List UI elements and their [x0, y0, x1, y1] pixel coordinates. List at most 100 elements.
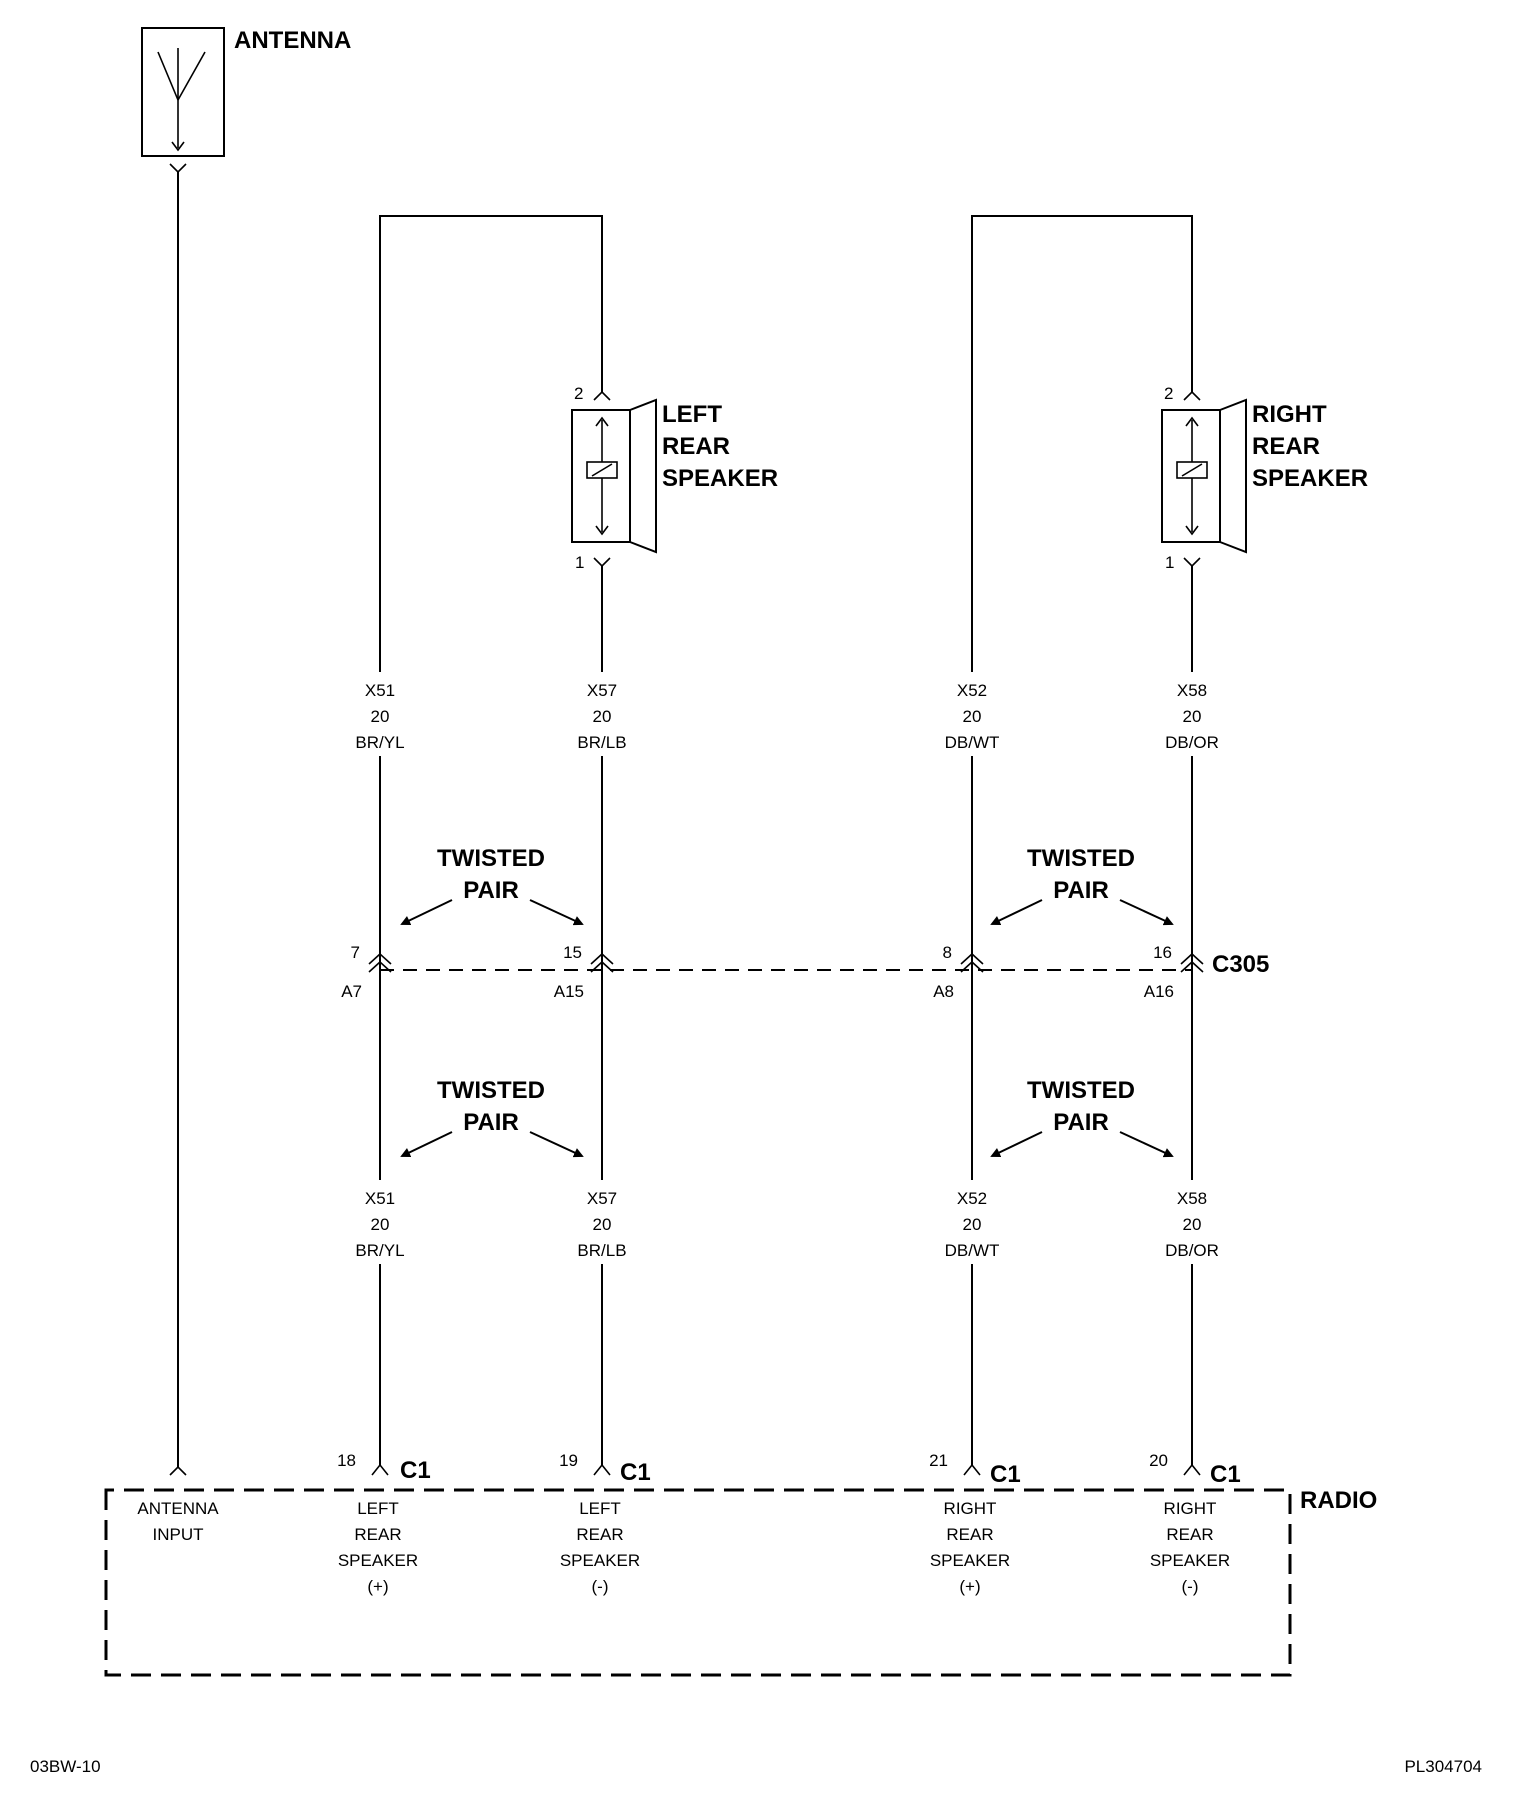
- svg-text:(-): (-): [1182, 1577, 1199, 1596]
- wire-circuit: X57: [587, 1189, 617, 1208]
- twisted-pair-arrow: [529, 899, 584, 926]
- svg-text:LEFT: LEFT: [357, 1499, 399, 1518]
- svg-text:(-): (-): [592, 1577, 609, 1596]
- connector-c305: 7 15 8 16 A7 A15 A8 A16 C305: [341, 943, 1269, 1001]
- svg-text:SPEAKER: SPEAKER: [338, 1551, 418, 1570]
- c1-label: C1: [400, 1457, 431, 1484]
- wire-gauge: 20: [371, 707, 390, 726]
- svg-text:INPUT: INPUT: [153, 1525, 204, 1544]
- wire-gauge: 20: [593, 1215, 612, 1234]
- speaker-icon: [586, 416, 618, 536]
- wire-gauge: 20: [371, 1215, 390, 1234]
- right-speaker-pin-2: 2: [1164, 384, 1173, 403]
- c1-label: C1: [1210, 1461, 1241, 1488]
- right-speaker-label-2: REAR: [1252, 433, 1320, 460]
- svg-text:REAR: REAR: [576, 1525, 623, 1544]
- svg-text:(+): (+): [367, 1577, 388, 1596]
- c1-pin: 19: [559, 1451, 578, 1470]
- wire-circuit: X52: [957, 1189, 987, 1208]
- twisted-pair-label-2: PAIR: [1053, 877, 1109, 904]
- c305-pin-symbols: [368, 952, 1204, 973]
- wire-circuit: X52: [957, 681, 987, 700]
- twisted-pair-label-1: TWISTED: [1027, 1077, 1135, 1104]
- svg-text:SPEAKER: SPEAKER: [560, 1551, 640, 1570]
- right-speaker-label-1: RIGHT: [1252, 401, 1327, 428]
- wire-circuit: X51: [365, 1189, 395, 1208]
- twisted-pair-upper-right: TWISTED PAIR: [990, 845, 1174, 926]
- svg-text:REAR: REAR: [354, 1525, 401, 1544]
- twisted-pair-upper-left: TWISTED PAIR: [400, 845, 584, 926]
- c1-label: C1: [620, 1459, 651, 1486]
- radio-terminal-left-rear-minus: LEFT REAR SPEAKER (-): [560, 1499, 640, 1596]
- antenna-wire: [169, 163, 187, 1476]
- speaker-icon: [1176, 416, 1208, 536]
- c305-cavity: A16: [1144, 982, 1174, 1001]
- antenna-icon: [157, 48, 206, 152]
- right-speaker-label-3: SPEAKER: [1252, 465, 1368, 492]
- wire-color: BR/YL: [355, 733, 404, 752]
- twisted-pair-label-2: PAIR: [1053, 1109, 1109, 1136]
- wire-color: DB/OR: [1165, 733, 1219, 752]
- svg-text:ANTENNA: ANTENNA: [137, 1499, 219, 1518]
- antenna-label: ANTENNA: [234, 27, 351, 54]
- svg-text:SPEAKER: SPEAKER: [930, 1551, 1010, 1570]
- twisted-pair-arrow: [529, 1131, 584, 1158]
- twisted-pair-arrow: [400, 899, 453, 926]
- radio-terminal-left-rear-plus: LEFT REAR SPEAKER (+): [338, 1499, 418, 1596]
- right-speaker-pin-1: 1: [1165, 553, 1174, 572]
- svg-text:LEFT: LEFT: [579, 1499, 621, 1518]
- left-rear-speaker: 2 1 LEFT REAR SPEAKER: [571, 384, 778, 572]
- twisted-pair-arrow: [990, 1131, 1043, 1158]
- wire-color: BR/YL: [355, 1241, 404, 1260]
- wire-circuit: X58: [1177, 681, 1207, 700]
- wire-color: DB/WT: [945, 1241, 1000, 1260]
- svg-text:RIGHT: RIGHT: [1164, 1499, 1217, 1518]
- wire-color: BR/LB: [577, 733, 626, 752]
- right-speaker-loop: [971, 215, 1193, 1465]
- twisted-pair-label-2: PAIR: [463, 877, 519, 904]
- wire-gauge: 20: [963, 707, 982, 726]
- footer-right-code: PL304704: [1404, 1757, 1482, 1776]
- c305-pin: 16: [1153, 943, 1172, 962]
- left-speaker-label-3: SPEAKER: [662, 465, 778, 492]
- c1-pin: 21: [929, 1451, 948, 1470]
- c305-cavity: A15: [554, 982, 584, 1001]
- radio-label: RADIO: [1300, 1487, 1377, 1514]
- wire-gauge: 20: [1183, 707, 1202, 726]
- radio-terminal-right-rear-minus: RIGHT REAR SPEAKER (-): [1150, 1499, 1230, 1596]
- twisted-pair-label-1: TWISTED: [437, 845, 545, 872]
- wire-circuit: X51: [365, 681, 395, 700]
- twisted-pair-label-1: TWISTED: [437, 1077, 545, 1104]
- wire-labels-lower: X51 20 BR/YL X57 20 BR/LB X52 20 DB/WT X…: [350, 1180, 1222, 1264]
- c1-pin: 18: [337, 1451, 356, 1470]
- wire-color: DB/OR: [1165, 1241, 1219, 1260]
- c1-label: C1: [990, 1461, 1021, 1488]
- left-speaker-pin-2: 2: [574, 384, 583, 403]
- wire-circuit: X57: [587, 681, 617, 700]
- twisted-pair-arrow: [400, 1131, 453, 1158]
- svg-text:RIGHT: RIGHT: [944, 1499, 997, 1518]
- twisted-pair-label-1: TWISTED: [1027, 845, 1135, 872]
- twisted-pair-arrow: [1119, 1131, 1174, 1158]
- twisted-pair-lower-right: TWISTED PAIR: [990, 1077, 1174, 1158]
- wire-color: DB/WT: [945, 733, 1000, 752]
- c305-pin: 15: [563, 943, 582, 962]
- svg-text:SPEAKER: SPEAKER: [1150, 1551, 1230, 1570]
- c305-pin: 8: [943, 943, 952, 962]
- svg-text:REAR: REAR: [1166, 1525, 1213, 1544]
- c1-pin: 20: [1149, 1451, 1168, 1470]
- twisted-pair-arrow: [990, 899, 1043, 926]
- c305-pin: 7: [351, 943, 360, 962]
- c305-label: C305: [1212, 951, 1269, 978]
- c305-cavity: A8: [933, 982, 954, 1001]
- wire-gauge: 20: [593, 707, 612, 726]
- wire-gauge: 20: [1183, 1215, 1202, 1234]
- svg-text:REAR: REAR: [946, 1525, 993, 1544]
- wire-circuit: X58: [1177, 1189, 1207, 1208]
- footer-left-code: 03BW-10: [30, 1757, 101, 1776]
- radio-antenna-input: ANTENNA INPUT: [137, 1499, 219, 1544]
- wire-labels-upper: X51 20 BR/YL X57 20 BR/LB X52 20 DB/WT X…: [350, 672, 1222, 756]
- left-speaker-label-1: LEFT: [662, 401, 722, 428]
- radio-c1-pins: 18 19 21 20 C1 C1 C1 C1: [337, 1451, 1241, 1488]
